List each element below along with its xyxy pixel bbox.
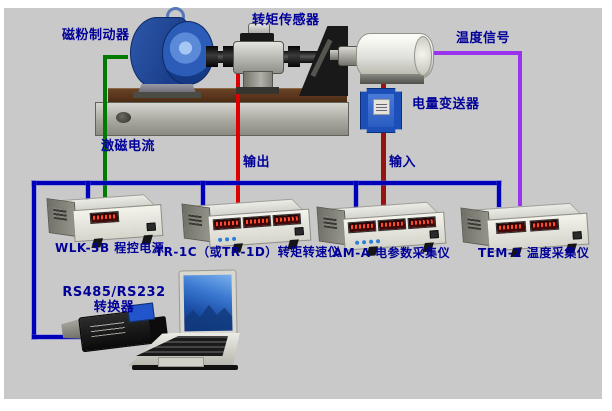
test-motor-end-cap [414,36,432,76]
led-display [212,217,242,231]
instrument-label-tr-1c: TR-1C（或TR-1D）转矩转速仪 [155,245,341,259]
output-label: 输出 [243,155,271,170]
laptop-touchpad [158,357,204,367]
coupling-left-1 [206,46,218,67]
excitation-current-label: 激磁电流 [101,139,156,154]
led-display [407,216,437,230]
instrument-wlk-3b [46,193,164,248]
led-display [242,215,272,229]
bus-drop-torque-meter [201,181,205,207]
laptop-lid [178,269,238,339]
instrument-label-am-a: AM-A 电参数采集仪 [333,246,451,260]
temperature-signal-label: 温度信号 [456,31,511,46]
excitation-current-line-h [103,55,128,59]
power-switch [429,230,439,239]
test-motor-base [360,74,424,84]
coupling-right [288,46,300,67]
converter-label-line2: 转换器 [93,300,135,315]
power-transmitter-label-tag [373,99,390,115]
brake-label: 磁粉制动器 [62,28,130,43]
instrument-label-wlk-3b: WLK-3B 程控电源 [55,241,165,255]
led-display [377,218,407,232]
instrument-label-tem-2: TEM-2 温度采集仪 [478,246,590,260]
bus-drop-param-collector [354,181,358,209]
instrument-am-a [316,201,447,257]
bus-drop-power-supply [86,181,90,202]
output-signal-line [236,68,240,207]
laptop-screen [183,274,233,332]
torque-sensor-base [236,87,279,94]
power-switch [294,227,304,236]
temperature-signal-line-h [427,51,522,55]
temperature-signal-line-v [518,51,522,206]
power-transmitter-device [360,88,402,133]
led-display [272,213,302,227]
torque-sensor-label: 转矩传感器 [252,13,320,28]
coupling-left-2 [223,46,235,67]
converter-label-line1: RS485/RS232 [62,285,166,300]
torque-sensor-clamp [240,33,274,43]
bus-line-horizontal [32,181,501,185]
bench-hole [116,112,131,123]
input-signal-line [381,76,386,209]
panel-buttons [217,236,237,243]
led-display [495,220,526,235]
power-switch [572,231,582,240]
led-display [529,218,560,232]
panel-buttons [354,239,381,245]
torque-sensor-body [233,41,284,74]
input-label: 输入 [389,155,417,170]
bus-drop-temp-collector [497,181,501,207]
bus-line-left-vertical [32,181,36,339]
transmitter-label: 电量变送器 [412,97,480,112]
brake-mount-base [133,92,201,98]
excitation-current-line-v [103,55,107,204]
bench-base-beam [95,102,349,136]
converter-label: RS485/RS232 转换器 [58,285,170,315]
instrument-tem-2 [460,202,590,258]
laptop-bottom-edge [132,365,238,370]
led-display [347,220,377,234]
led-display [89,211,120,225]
motor-shaft-stub [330,50,339,60]
power-switch [146,222,156,232]
brake-mount-legs [138,84,196,93]
instrument-tr-1c [181,198,312,254]
